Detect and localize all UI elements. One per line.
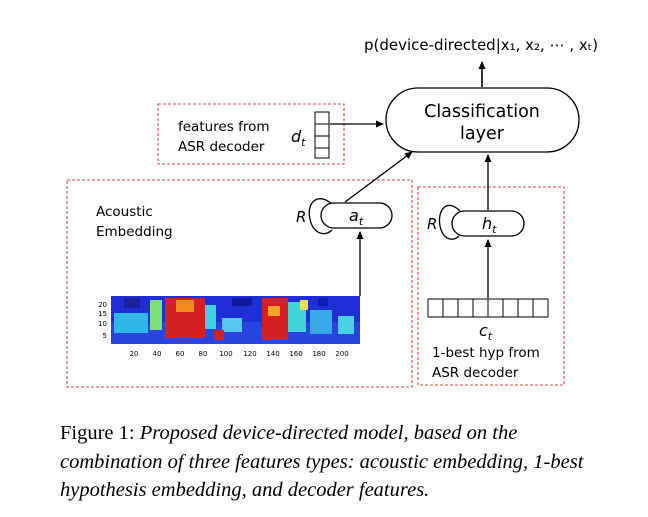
- decoder-features-label-2: ASR decoder: [178, 139, 265, 155]
- caption-text: Proposed device-directed model, based on…: [60, 422, 584, 501]
- hypothesis-node-label: ht: [482, 214, 497, 236]
- acoustic-node-label: at: [349, 206, 364, 228]
- acoustic-node: [320, 202, 393, 229]
- decoder-feature-vector: [314, 111, 330, 159]
- figure-caption: Figure 1: Proposed device-directed model…: [60, 419, 620, 505]
- decoder-feature-symbol: dt: [291, 127, 306, 149]
- hypothesis-label-1: 1-best hyp from: [432, 345, 540, 361]
- y-tick: 20: [98, 301, 107, 309]
- x-tick: 40: [153, 350, 162, 358]
- classification-layer-label-2: layer: [460, 124, 505, 144]
- hypothesis-recurrence-loop: [438, 204, 462, 240]
- output-label: p(device-directed|x₁, x₂, ⋯ , xₜ): [364, 36, 598, 54]
- x-tick: 80: [199, 350, 208, 358]
- classification-layer-label-1: Classification: [424, 102, 540, 122]
- classification-layer-box: [385, 87, 580, 153]
- acoustic-embedding-box: [66, 179, 413, 388]
- y-tick: 5: [103, 332, 107, 340]
- hypothesis-recurrence-label: R: [427, 215, 437, 233]
- x-tick: 120: [243, 350, 256, 358]
- spectrogram: [111, 296, 360, 344]
- x-tick: 200: [335, 350, 348, 358]
- decoder-features-box: [157, 103, 345, 165]
- x-tick: 140: [266, 350, 279, 358]
- hypothesis-input-vector: [427, 298, 549, 318]
- x-tick: 160: [289, 350, 302, 358]
- y-tick: 10: [98, 320, 107, 328]
- x-tick: 180: [312, 350, 325, 358]
- figure-label: Figure 1:: [60, 422, 135, 444]
- x-tick: 20: [130, 350, 139, 358]
- decoder-features-label-1: features from: [178, 119, 269, 135]
- x-tick: 100: [219, 350, 232, 358]
- x-tick: 60: [176, 350, 185, 358]
- spectrogram-x-ticks: 20 40 60 80 100 120 140 160 180 200: [130, 350, 349, 358]
- acoustic-recurrence-loop: [308, 198, 335, 235]
- hypothesis-node: [451, 210, 525, 237]
- y-tick: 15: [98, 310, 107, 318]
- hypothesis-label-2: ASR decoder: [432, 365, 519, 381]
- arrow-at-to-classification: [344, 151, 413, 203]
- acoustic-recurrence-label: R: [296, 208, 306, 226]
- acoustic-embedding-label-2: Embedding: [96, 224, 173, 240]
- acoustic-embedding-label-1: Acoustic: [96, 204, 153, 220]
- hypothesis-input-symbol: ct: [479, 321, 493, 343]
- hypothesis-box: [417, 186, 565, 386]
- spectrogram-y-ticks: 20 15 10 5: [98, 301, 107, 340]
